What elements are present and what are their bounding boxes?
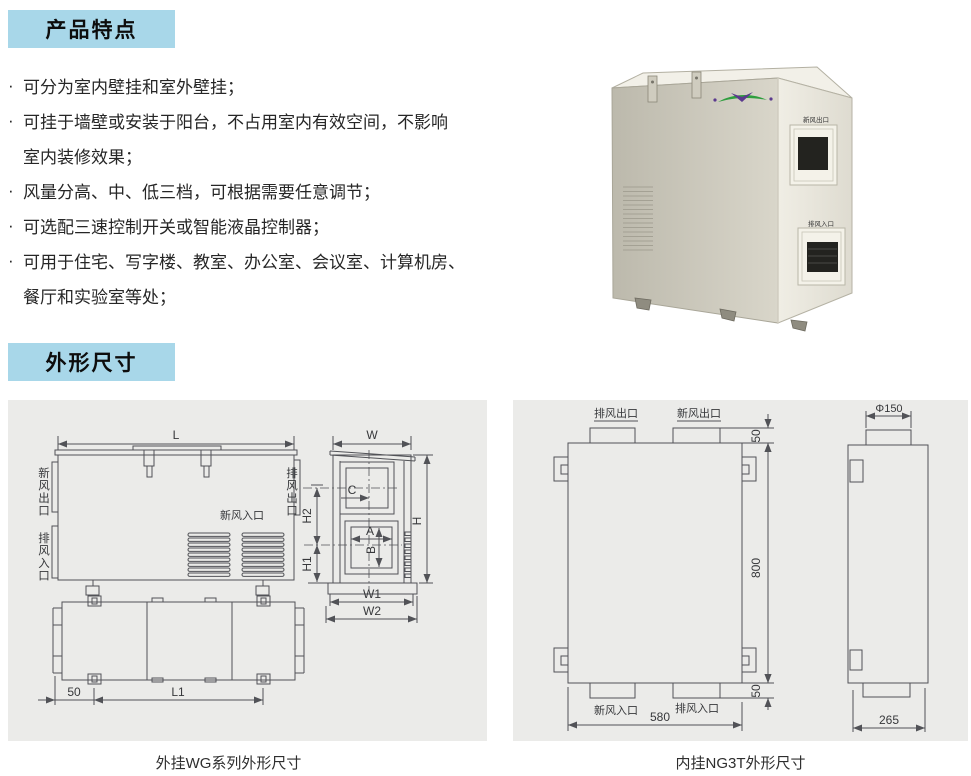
dim-265-label: 265 <box>879 713 899 727</box>
feature-line: 餐厅和实验室等处； <box>8 278 508 313</box>
feature-text: 可用于住宅、写字楼、教室、办公室、会议室、计算机房、 <box>23 253 465 272</box>
top-view-flanges <box>52 607 305 674</box>
feature-text: 可分为室内壁挂和室外壁挂； <box>23 78 244 97</box>
dim-a-label: A <box>366 524 374 538</box>
ng3t-drawing-svg: 排风出口 新风出口 新风入口 排风入口 50 <box>553 403 929 732</box>
exhaust-air-inlet-label: 排风入口 <box>808 219 834 228</box>
ng3t-front-view: 排风出口 新风出口 新风入口 排风入口 <box>553 406 757 717</box>
wg-side-view: W C A B <box>325 428 433 623</box>
feature-text: 风量分高、中、低三档，可根据需要任意调节； <box>23 183 380 202</box>
bullet-glyph: · <box>8 110 14 130</box>
section-title-dimensions-label: 外形尺寸 <box>45 352 138 375</box>
bullet-glyph: · <box>8 180 14 200</box>
ng3t-drawing-caption: 内挂NG3T外形尺寸 <box>675 755 806 772</box>
section-title-features: 产品特点 <box>8 10 175 48</box>
ng3t-fresh-in-label: 新风入口 <box>594 703 638 717</box>
dim-h-label: H <box>410 517 424 526</box>
wg-height-dims: H2 H1 <box>300 484 402 584</box>
ng3t-side-view: Φ150 265 <box>847 403 929 732</box>
bullet-glyph: · <box>8 75 14 95</box>
wg-exhaust-out-label: 排风出口 <box>285 467 297 517</box>
dim-h2-label: H2 <box>300 508 314 524</box>
dim-duct-diameter-label: Φ150 <box>875 403 902 415</box>
product-photo: 新风出口 排风入口 <box>595 62 935 334</box>
ng3t-dimension-drawing: 排风出口 新风出口 新风入口 排风入口 50 <box>513 400 968 741</box>
fresh-air-outlet-label: 新风出口 <box>803 115 829 124</box>
cabinet-feet <box>634 297 808 332</box>
wg-drawing-svg: L 新风入口 H2 <box>38 428 433 705</box>
dim-length-label: L <box>173 428 180 442</box>
dim-top-duct-label: 50 <box>749 429 763 443</box>
dim-c-label: C <box>348 483 357 497</box>
dim-w2-label: W2 <box>363 604 381 618</box>
wall-hook <box>741 456 757 482</box>
dim-580-label: 580 <box>650 710 670 724</box>
wg-top-view: 50 L1 <box>38 595 305 705</box>
wg-drawing-caption: 外挂WG系列外形尺寸 <box>155 755 302 772</box>
dim-b-label: B <box>364 546 378 554</box>
wg-exhaust-in-label: 排风入口 <box>37 532 49 582</box>
feature-line: · 可用于住宅、写字楼、教室、办公室、会议室、计算机房、 <box>8 243 508 278</box>
feature-line: · 可选配三速控制开关或智能液晶控制器； <box>8 208 508 243</box>
dim-width-label: W <box>366 428 378 442</box>
dim-l1-label: L1 <box>171 685 185 699</box>
dim-h1-label: H1 <box>300 556 314 572</box>
bullet-glyph: · <box>8 215 14 235</box>
ng3t-exhaust-in-label: 排风入口 <box>675 701 719 715</box>
fresh-air-inlet-label: 新风入口 <box>220 508 264 522</box>
fresh-air-outlet-port: 新风出口 <box>789 115 838 186</box>
dim-bottom-duct-label: 50 <box>749 684 763 698</box>
ng3t-width-dim: 580 <box>567 687 743 731</box>
side-hinge-serrations <box>404 531 412 578</box>
feature-line: · 风量分高、中、低三档，可根据需要任意调节； <box>8 173 508 208</box>
wg-front-view: L 新风入口 <box>51 428 301 596</box>
ng3t-fresh-out-label: 新风出口 <box>677 406 721 420</box>
wall-hook <box>553 456 569 482</box>
ng3t-right-dims: 50 800 50 <box>720 414 774 710</box>
exhaust-air-inlet-port: 排风入口 <box>797 219 846 286</box>
section-title-dimensions: 外形尺寸 <box>8 343 175 381</box>
feature-text: 餐厅和实验室等处； <box>23 288 176 307</box>
side-vent-louvers <box>623 186 653 251</box>
feature-list: · 可分为室内壁挂和室外壁挂； · 可挂于墙壁或安装于阳台，不占用室内有效空间，不影… <box>8 68 508 313</box>
ng3t-exhaust-out-label: 排风出口 <box>594 406 638 420</box>
dim-50-label: 50 <box>67 685 81 699</box>
dim-w1-label: W1 <box>363 587 381 601</box>
feature-text: 可挂于墙壁或安装于阳台，不占用室内有效空间，不影响 <box>23 113 448 132</box>
wall-hook <box>741 647 757 673</box>
feature-line: · 可挂于墙壁或安装于阳台，不占用室内有效空间，不影响 <box>8 103 508 138</box>
wg-dimension-drawing: L 新风入口 H2 <box>8 400 487 741</box>
lid-hinges <box>647 71 702 103</box>
feature-line: · 可分为室内壁挂和室外壁挂； <box>8 68 508 103</box>
dim-800-label: 800 <box>749 558 763 578</box>
feature-line: 室内装修效果； <box>8 138 508 173</box>
brand-logo-icon <box>713 92 773 102</box>
wall-hook <box>553 647 569 673</box>
feature-text: 室内装修效果； <box>23 148 142 167</box>
wg-fresh-out-label: 新风出口 <box>37 467 49 517</box>
product-photo-illustration: 新风出口 排风入口 <box>611 66 853 332</box>
section-title-features-label: 产品特点 <box>45 19 138 42</box>
bullet-glyph: · <box>8 250 14 270</box>
feature-text: 可选配三速控制开关或智能液晶控制器； <box>23 218 329 237</box>
